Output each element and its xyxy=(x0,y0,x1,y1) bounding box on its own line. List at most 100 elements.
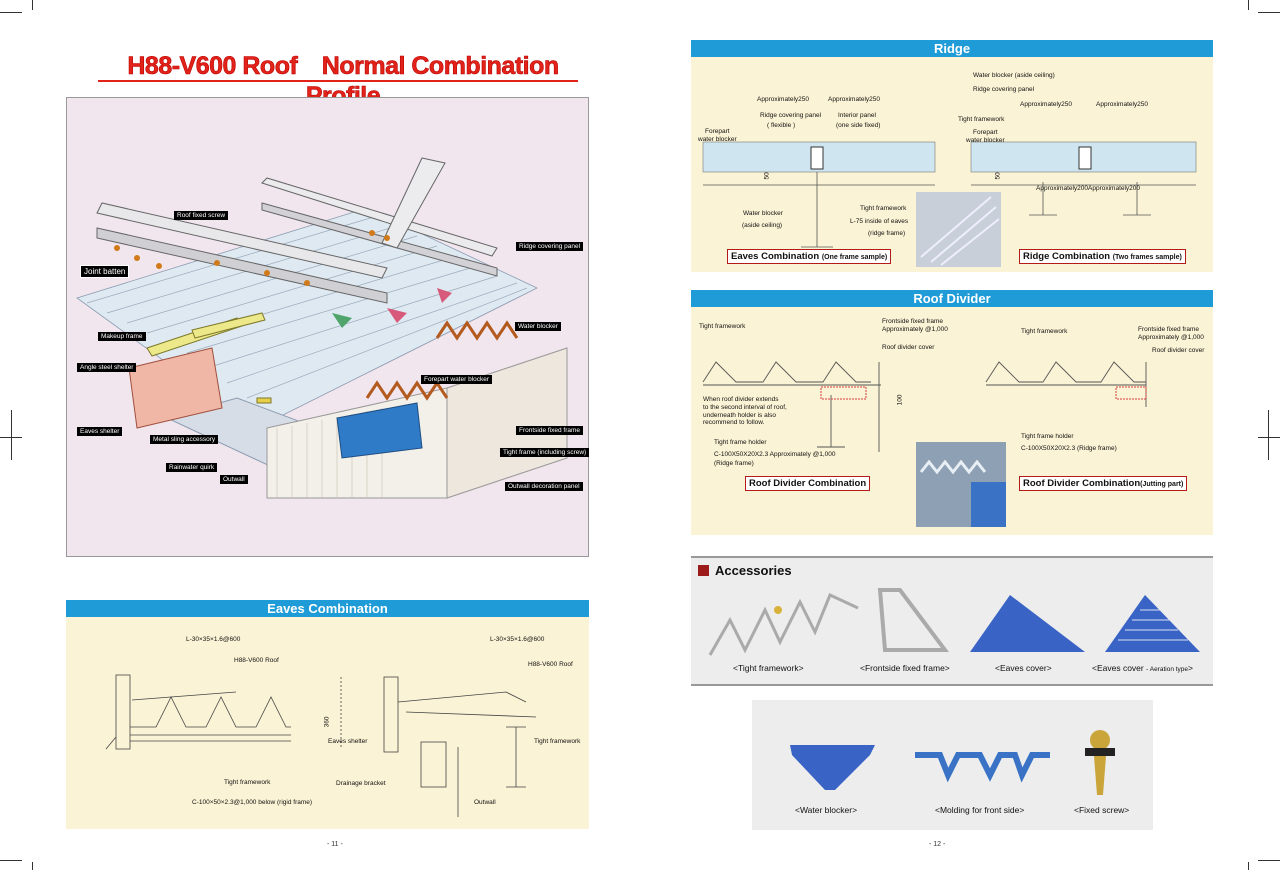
crop-mark xyxy=(0,12,22,13)
ridge-r-water-blocker: Water blocker (aside ceiling) xyxy=(973,72,1055,79)
eaves-r3: Eaves shelter xyxy=(328,738,368,745)
ridge-covering-panel: Ridge covering panel xyxy=(760,112,822,119)
title-underline xyxy=(98,80,578,82)
divider-r-holder: Tight frame holder xyxy=(1021,433,1074,440)
ridge-a1: Approximately250 xyxy=(757,96,810,103)
accessories-panel xyxy=(691,556,1213,686)
eaves-panel xyxy=(66,617,589,829)
crop-mark xyxy=(32,0,33,10)
eaves-heading: Eaves Combination xyxy=(66,600,589,617)
label-outwall: Outwall xyxy=(220,475,248,484)
divider-cap1: Roof Divider Combination xyxy=(745,476,871,491)
ridge-drawing xyxy=(702,141,1197,267)
accessory-frontside-fixed-frame: <Frontside fixed frame> xyxy=(860,663,950,673)
eaves-l2: H88-V600 Roof xyxy=(234,657,279,664)
divider-cover: Roof divider cover xyxy=(882,344,935,351)
accessory-fixed-screw: <Fixed screw> xyxy=(1074,805,1130,815)
eaves-l3: Tight framework xyxy=(224,779,271,786)
divider-holder: Tight frame holder xyxy=(714,439,767,446)
divider-c-spec: C-100X50X20X2.3 Approximately @1,000 xyxy=(714,451,836,458)
divider-r-approx: Approximately @1,000 xyxy=(1138,334,1204,341)
crop-mark xyxy=(1248,862,1249,870)
ridge-cap1: Eaves Combination (One frame sample) xyxy=(727,249,892,264)
ridge-r-dim50: 50 xyxy=(994,172,1002,180)
eaves-dim: 360 xyxy=(323,716,331,728)
ridge-ridge-frame: (ridge frame) xyxy=(868,230,906,237)
ridge-dim50: 50 xyxy=(763,172,771,180)
crop-mark xyxy=(32,862,33,870)
page-number-left: - 11 - xyxy=(327,841,343,848)
label-metal-sling-accessory: Metal sling accessory xyxy=(150,435,219,444)
ridge-r-b1: Approximately200 xyxy=(1036,185,1089,192)
divider-tight-framework: Tight framework xyxy=(699,323,746,330)
divider-r-cover: Roof divider cover xyxy=(1152,347,1205,354)
ridge-panel xyxy=(691,57,1213,272)
ridge-water-blocker: Water blocker xyxy=(743,210,783,217)
ridge-tight-framework: Tight framework xyxy=(860,205,907,212)
ridge-r-covering: Ridge covering panel xyxy=(973,86,1035,93)
divider-heading: Roof Divider xyxy=(691,290,1213,307)
label-angle-steel-shelter: Angle steel shelter xyxy=(77,363,137,372)
divider-cap2: Roof Divider Combination(Jutting part) xyxy=(1019,476,1188,491)
divider-drawing xyxy=(702,361,1147,527)
crop-mark xyxy=(1258,12,1280,13)
roof-diagram xyxy=(66,97,589,557)
eaves-r6: Outwall xyxy=(474,799,496,806)
eaves-l4: C-100×50×2.3@1,000 below (rigid frame) xyxy=(192,799,313,806)
divider-dim100: 100 xyxy=(896,394,904,406)
eaves-r1: L-30×35×1.6@600 xyxy=(490,636,545,643)
crop-mark xyxy=(1258,437,1280,438)
eaves-r4: Tight framework xyxy=(534,738,581,745)
ridge-r-forepart: Forepart water blocker xyxy=(966,129,1005,144)
divider-ridge-frame: (Ridge frame) xyxy=(714,460,754,467)
divider-r-tight: Tight framework xyxy=(1021,328,1068,335)
ridge-interior-panel: Interior panel xyxy=(838,112,876,119)
crop-mark xyxy=(1258,860,1280,861)
eaves-drawing xyxy=(105,674,537,817)
ridge-one-side-fixed: (one side fixed) xyxy=(836,122,881,129)
ridge-r-a2: Approximately250 xyxy=(1096,101,1149,108)
label-frontside-fixed-frame: Frontside fixed frame xyxy=(516,426,584,435)
crop-mark xyxy=(0,860,22,861)
accessories-heading: Accessories xyxy=(715,563,792,578)
eaves-r2: H88-V600 Roof xyxy=(528,661,573,668)
divider-panel xyxy=(691,307,1213,535)
crop-mark xyxy=(11,410,12,460)
crop-mark xyxy=(1268,410,1269,460)
crop-mark xyxy=(1248,0,1249,10)
label-joint-batten: Joint batten xyxy=(80,265,130,278)
divider-r-c-spec: C-100X50X20X2.3 (Ridge frame) xyxy=(1021,445,1117,452)
divider-approx: Approximately @1,000 xyxy=(882,326,948,333)
ridge-heading: Ridge xyxy=(691,40,1213,57)
ridge-aside-ceiling: (aside ceiling) xyxy=(742,222,783,229)
label-roof-fixed-screw: Roof fixed screw xyxy=(174,211,229,220)
label-outwall-decoration-panel: Outwall decoration panel xyxy=(505,482,583,491)
roof-diagram-svg xyxy=(76,157,568,499)
ridge-r-b2: Approximately200 xyxy=(1088,185,1141,192)
ridge-flexible: ( flexible ) xyxy=(767,122,796,129)
divider-note: When roof divider extends to the second … xyxy=(703,396,787,427)
label-water-blocker: Water blocker xyxy=(515,322,561,331)
accessory-water-blocker: <Water blocker> xyxy=(795,805,858,815)
accessories-images xyxy=(708,588,1200,656)
accessory-tight-framework: <Tight framework> xyxy=(733,663,804,673)
label-ridge-covering-panel: Ridge covering panel xyxy=(516,242,584,251)
divider-frontside: Frontside fixed frame xyxy=(882,318,944,325)
eaves-l1: L-30×35×1.6@600 xyxy=(186,636,241,643)
ridge-r-a1: Approximately250 xyxy=(1020,101,1073,108)
label-forepart-water-blocker: Forepart water blocker xyxy=(421,375,493,384)
eaves-r5: Drainage bracket xyxy=(336,780,386,787)
accessory-eaves-cover: <Eaves cover> xyxy=(995,663,1052,673)
ridge-l75: L-75 inside of eaves xyxy=(850,218,909,225)
ridge-forepart: Forepart water blocker xyxy=(698,128,737,143)
label-tight-frame: Tight frame (including screw) xyxy=(500,448,590,457)
label-makeup-frame: Makeup frame xyxy=(98,332,146,341)
accessories-images-2 xyxy=(790,730,1115,795)
accessory-molding-front-side: <Molding for front side> xyxy=(935,805,1025,815)
ridge-cap2: Ridge Combination (Two frames sample) xyxy=(1019,249,1186,264)
accessory-eaves-cover-aeration: <Eaves cover - Aeration type> xyxy=(1092,663,1194,673)
ridge-a2: Approximately250 xyxy=(828,96,881,103)
page-number-right: - 12 - xyxy=(929,841,946,848)
divider-r-frontside: Frontside fixed frame xyxy=(1138,326,1200,333)
accessories-square-icon xyxy=(698,565,709,576)
